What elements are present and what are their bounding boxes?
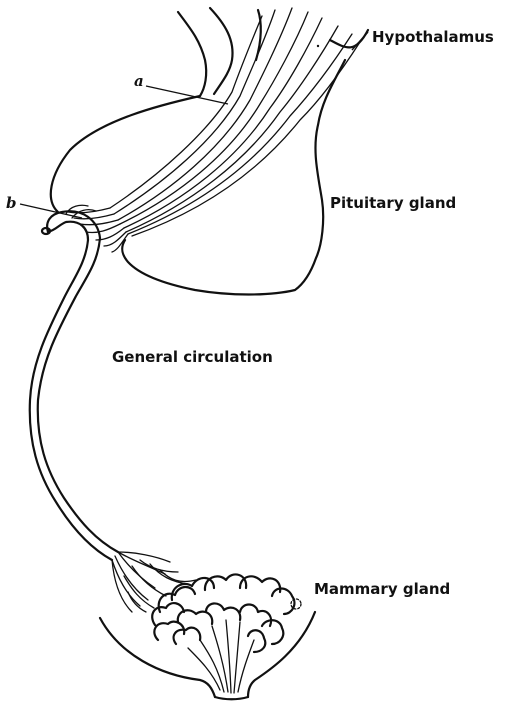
leader-line-hypothalamus (352, 32, 368, 50)
leader-line-a (146, 86, 228, 104)
capillary-network (112, 552, 196, 612)
mammary-gland (100, 574, 315, 699)
label-b: b (6, 194, 17, 212)
alveoli (152, 574, 301, 652)
label-pituitary-gland: Pituitary gland (330, 194, 456, 212)
label-hypothalamus: Hypothalamus (372, 28, 494, 46)
label-general-circulation: General circulation (112, 348, 273, 366)
label-a: a (134, 72, 144, 90)
blood-vessel (30, 211, 118, 560)
label-mammary-gland: Mammary gland (314, 580, 450, 598)
